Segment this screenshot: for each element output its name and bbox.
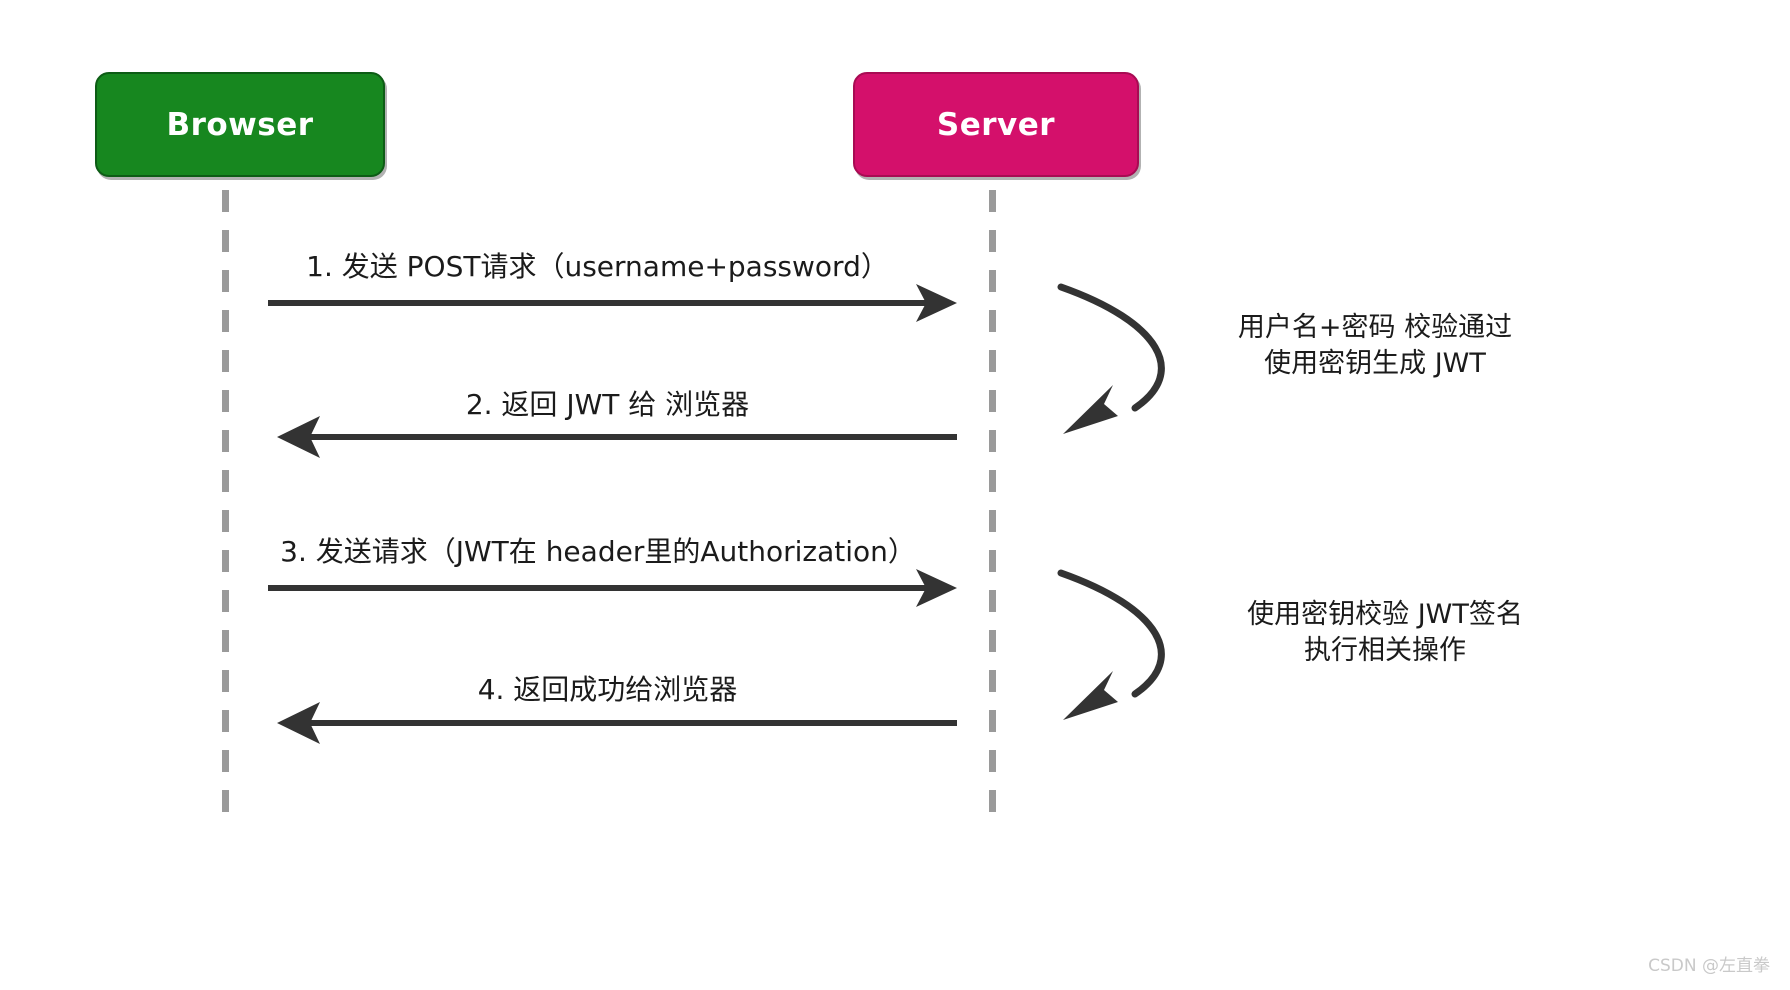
participant-server[interactable]: Server (853, 72, 1139, 177)
self-action-note-1-line2: 使用密钥生成 JWT (1264, 347, 1486, 379)
lifeline-server (989, 190, 996, 815)
participant-browser[interactable]: Browser (95, 72, 385, 177)
message-label-4: 4. 返回成功给浏览器 (477, 673, 738, 706)
self-action-note-2-line2: 执行相关操作 (1304, 634, 1466, 666)
message-arrow-4 (277, 702, 957, 744)
participant-server-label: Server (936, 106, 1056, 143)
self-action-note-1: 用户名+密码 校验通过 使用密钥生成 JWT (1190, 310, 1560, 381)
message-label-3: 3. 发送请求（JWT在 header里的Authorization） (280, 535, 916, 568)
message-arrow-3 (268, 569, 957, 607)
watermark: CSDN @左直拳 (1648, 956, 1770, 976)
message-label-1: 1. 发送 POST请求（username+password） (306, 250, 889, 283)
participant-browser-label: Browser (166, 106, 314, 143)
self-action-note-2: 使用密钥校验 JWT签名 执行相关操作 (1190, 597, 1580, 668)
lifeline-browser (222, 190, 229, 815)
self-action-note-1-line1: 用户名+密码 校验通过 (1237, 312, 1513, 343)
message-label-2: 2. 返回 JWT 给 浏览器 (465, 388, 750, 421)
message-arrow-1 (268, 284, 957, 322)
self-action-note-2-line1: 使用密钥校验 JWT签名 (1247, 599, 1523, 630)
